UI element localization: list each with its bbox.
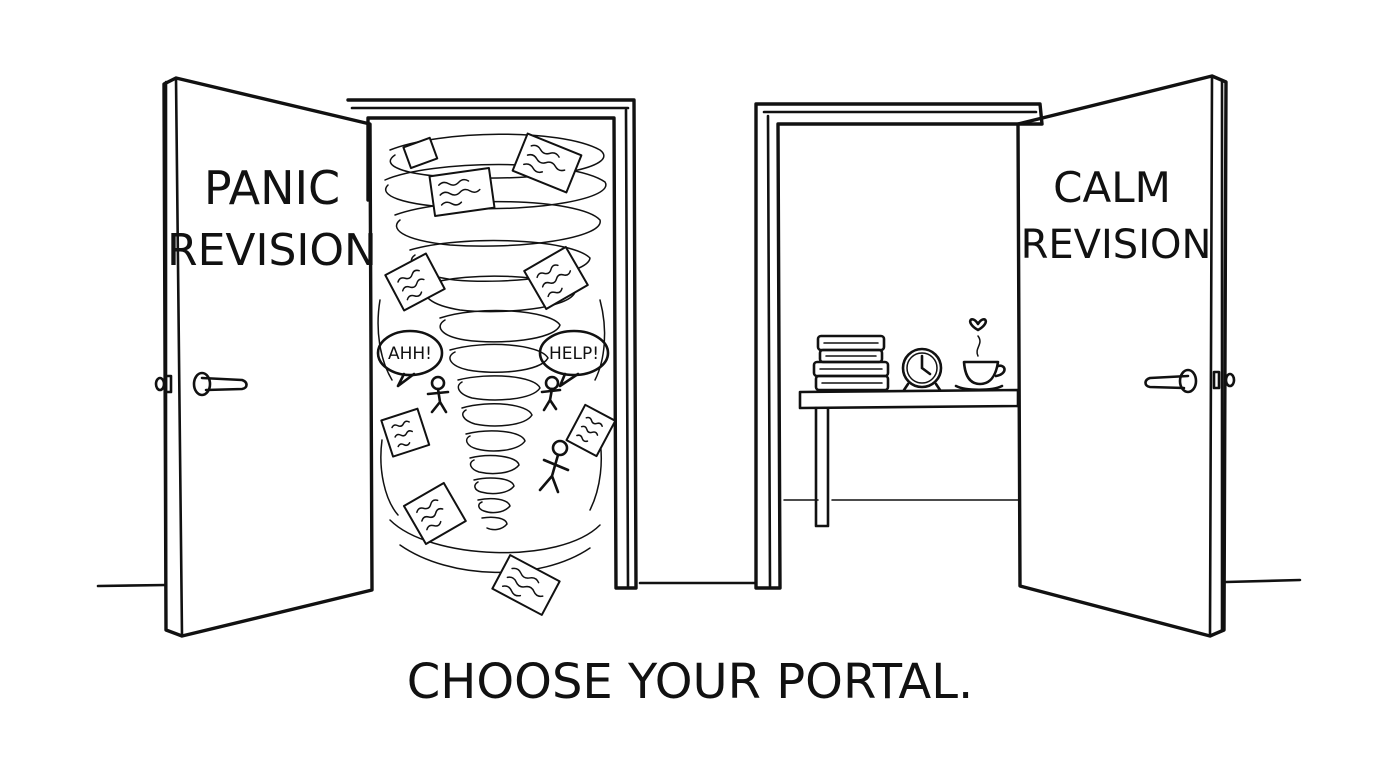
coffee-cup-icon — [954, 318, 1006, 392]
ahh-bubble: AHH! — [376, 329, 444, 388]
panic-sign-line-2: REVISION — [167, 225, 377, 276]
calm-door[interactable]: CALM REVISION — [1016, 74, 1236, 638]
left-door-frame — [346, 98, 638, 590]
stick-figure-left — [426, 375, 450, 414]
floor-lines — [96, 578, 1302, 588]
clock-icon — [901, 347, 943, 392]
ahh-bubble-text: AHH! — [388, 344, 432, 364]
help-bubble-text: HELP! — [549, 344, 599, 364]
paper-8 — [491, 554, 561, 616]
panic-sign-line-1: PANIC — [204, 161, 340, 215]
calm-sign-line-1: CALM — [1053, 163, 1171, 212]
paper-5 — [380, 407, 431, 458]
flying-papers — [380, 132, 617, 616]
heart-icon — [968, 318, 988, 332]
caption: CHOOSE YOUR PORTAL. — [407, 654, 973, 710]
help-bubble: HELP! — [538, 329, 610, 388]
stick-figure-falling — [538, 439, 570, 494]
paper-2 — [511, 132, 583, 194]
paper-3 — [384, 252, 446, 312]
panic-door[interactable]: PANIC REVISION — [154, 76, 377, 638]
paper-9 — [402, 136, 439, 170]
paper-4 — [523, 245, 589, 311]
calm-sign-line-2: REVISION — [1021, 222, 1212, 268]
calm-door-handle[interactable] — [1144, 368, 1236, 394]
book-stack — [812, 334, 890, 392]
paper-1 — [428, 167, 496, 217]
paper-7 — [402, 481, 467, 546]
paper-6 — [565, 403, 617, 458]
calm-desk — [798, 388, 1020, 528]
panic-door-handle[interactable] — [154, 371, 248, 397]
stick-figure-right — [540, 375, 562, 412]
right-door-frame — [754, 102, 1044, 590]
